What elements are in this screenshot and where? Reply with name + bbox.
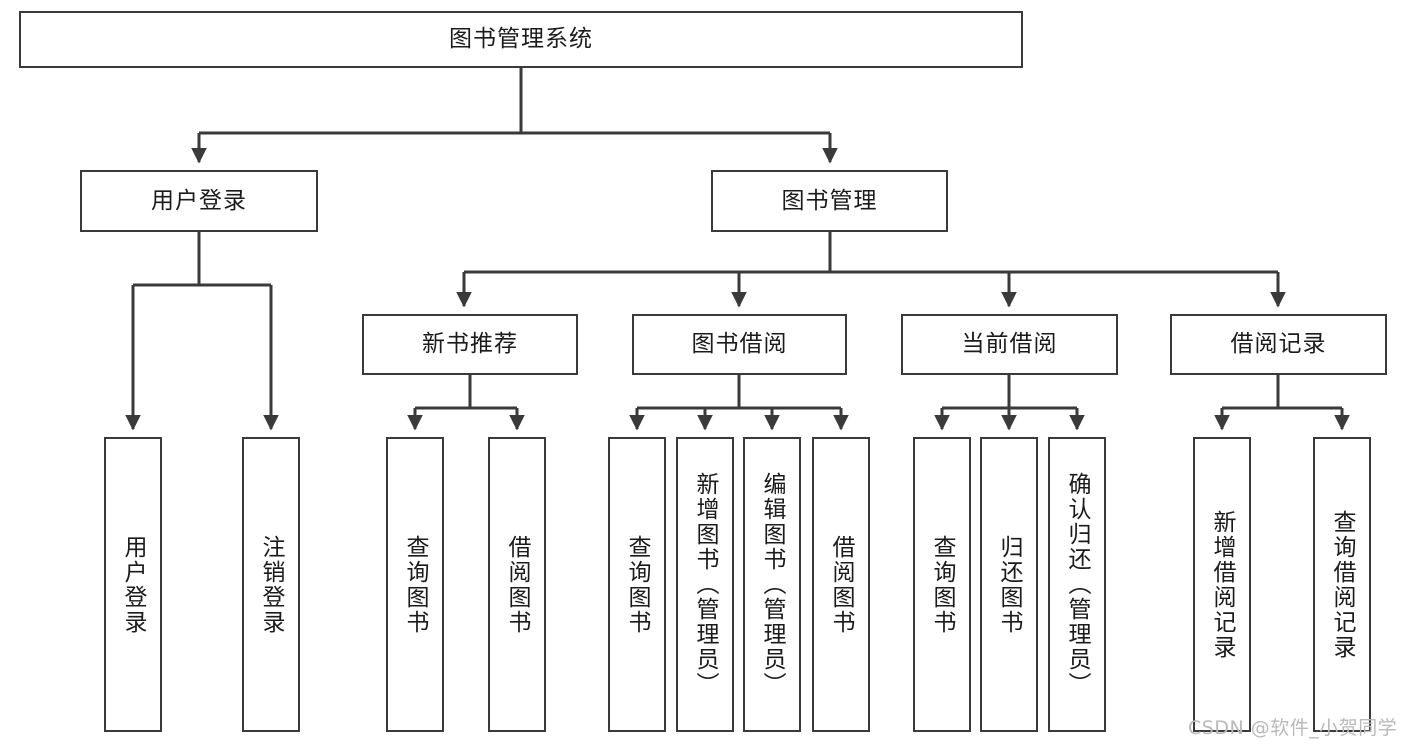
node-label: 新增图书（管理员） [692,472,719,697]
node-label: 用户登录 [151,187,247,214]
leaf-borrow-record-add-record[interactable]: 新增借阅记录 [1193,437,1251,732]
node-label: 新增借阅记录 [1209,509,1236,660]
watermark: CSDN @软件_小贺同学 [1188,717,1398,739]
leaf-new-book-query-books[interactable]: 查询图书 [386,437,444,732]
node-label: 图书借阅 [691,331,788,357]
node-current-borrowing[interactable]: 当前借阅 [901,314,1118,375]
node-new-book-recommendation[interactable]: 新书推荐 [362,314,578,375]
node-label: 图书管理 [781,187,878,214]
leaf-user-login-logout[interactable]: 注销登录 [242,437,300,732]
leaf-current-borrow-return-books[interactable]: 归还图书 [980,437,1038,732]
node-label: 编辑图书（管理员） [759,472,786,697]
node-label: 新书推荐 [422,331,518,357]
leaf-book-borrow-borrow-books[interactable]: 借阅图书 [812,437,870,732]
leaf-book-borrow-add-book-admin[interactable]: 新增图书（管理员） [676,437,734,732]
node-label: 归还图书 [996,534,1023,635]
node-label: 借阅图书 [828,534,855,635]
node-label: 用户登录 [120,534,147,635]
leaf-borrow-record-query-record[interactable]: 查询借阅记录 [1313,437,1371,732]
node-borrowing-records[interactable]: 借阅记录 [1170,314,1387,375]
node-book-management[interactable]: 图书管理 [711,170,948,232]
node-label: 借阅图书 [504,534,531,635]
node-label: 借阅记录 [1230,331,1327,357]
leaf-current-borrow-confirm-return-admin[interactable]: 确认归还（管理员） [1048,437,1106,732]
node-label: 图书管理系统 [449,26,593,52]
node-root-book-management-system[interactable]: 图书管理系统 [19,11,1023,68]
leaf-book-borrow-edit-book-admin[interactable]: 编辑图书（管理员） [743,437,801,732]
node-label: 确认归还（管理员） [1064,472,1091,697]
node-user-login[interactable]: 用户登录 [80,170,318,232]
node-book-borrowing[interactable]: 图书借阅 [632,314,847,375]
leaf-book-borrow-query-books[interactable]: 查询图书 [608,437,666,732]
node-label: 查询图书 [624,534,651,635]
leaf-user-login-login[interactable]: 用户登录 [104,437,162,732]
node-label: 查询图书 [929,534,956,635]
node-label: 查询借阅记录 [1329,509,1356,660]
node-label: 当前借阅 [961,331,1058,357]
leaf-current-borrow-query-books[interactable]: 查询图书 [913,437,971,732]
node-label: 注销登录 [258,534,285,635]
node-label: 查询图书 [402,534,429,635]
leaf-new-book-borrow-books[interactable]: 借阅图书 [488,437,546,732]
